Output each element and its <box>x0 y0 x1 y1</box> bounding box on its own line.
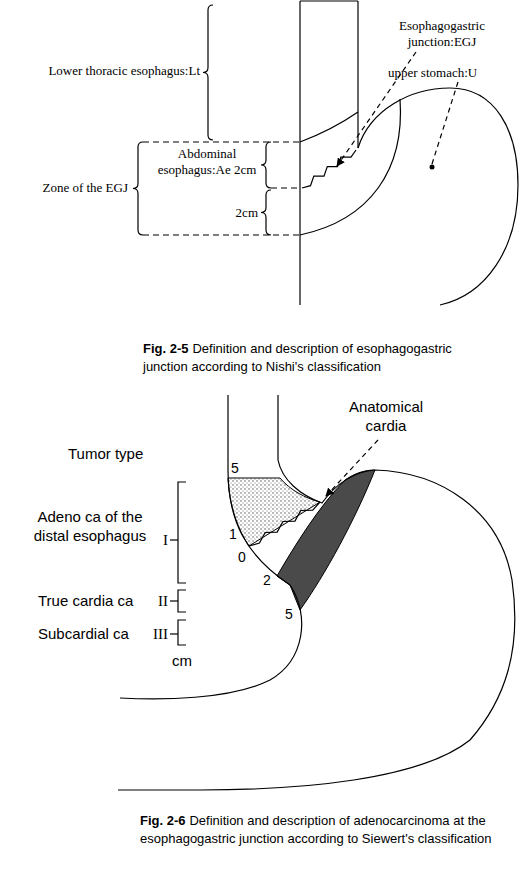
lesser-curvature-wall <box>120 395 302 699</box>
column-heading: Tumor type <box>68 445 188 464</box>
caption-text: Definition and description of esophagoga… <box>143 341 452 374</box>
leader-line <box>432 82 458 164</box>
curly-brace <box>133 142 143 235</box>
figure-caption: Fig. 2-6Definition and description of ad… <box>140 812 518 848</box>
leader-arrow <box>326 440 378 496</box>
roman-numeral: III <box>140 625 168 644</box>
zone-dashed-line <box>143 141 300 142</box>
region-label: Anatomical cardia <box>340 398 432 436</box>
callout-number: 5 <box>285 606 299 624</box>
stomach-outline <box>358 88 518 305</box>
range-bracket <box>178 620 186 645</box>
thoracic-boundary-curve <box>300 112 358 142</box>
region-label: Esophagogastric junction:EGJ <box>392 18 492 51</box>
figure-number: Fig. 2-6 <box>140 813 186 828</box>
zone-dashed-line <box>143 234 300 235</box>
callout-number: 1 <box>229 526 243 544</box>
range-bracket <box>178 482 186 583</box>
callout-number: 5 <box>231 460 245 478</box>
tumor-type-label: Subcardial ca <box>38 625 148 644</box>
callout-number: 2 <box>263 572 277 590</box>
figure-number: Fig. 2-5 <box>143 341 189 356</box>
region-label: upper stomach:U <box>388 65 518 81</box>
roman-numeral: II <box>140 592 168 611</box>
curly-brace <box>261 142 271 188</box>
upper-stomach-boundary-curve <box>300 99 400 235</box>
region-label: Abdominal esophagus:Ae 2cm <box>155 146 259 179</box>
tumor-type-label: Adeno ca of the distal esophagus <box>30 508 150 546</box>
esophagus-right-wall <box>357 1 358 148</box>
region-label: Lower thoracic esophagus:Lt <box>20 63 200 79</box>
egj-zigzag <box>302 150 356 188</box>
figure-caption: Fig. 2-5Definition and description of es… <box>143 340 488 376</box>
dimension-label: 2cm <box>200 205 258 221</box>
roman-numeral: I <box>140 531 168 550</box>
leader-dot <box>430 165 435 170</box>
unit-label: cm <box>172 652 212 671</box>
bracket-tick <box>170 539 178 540</box>
curly-brace <box>261 190 271 235</box>
bracket-tick <box>170 633 178 634</box>
bracket-tick <box>170 600 178 601</box>
zone-dashed-line <box>271 187 300 188</box>
callout-number: 0 <box>238 549 252 567</box>
greater-curvature-wall <box>118 395 515 790</box>
tumor-type-label: True cardia ca <box>38 592 148 611</box>
region-label: Zone of the EGJ <box>0 180 128 196</box>
esophagus-left-wall <box>299 1 300 305</box>
curly-brace <box>203 5 213 140</box>
type-three-dark-band <box>277 470 375 610</box>
caption-text: Definition and description of adenocarci… <box>140 813 492 846</box>
esophagus-top <box>300 0 358 1</box>
cardia-zigzag <box>249 502 320 546</box>
range-bracket <box>178 590 186 612</box>
